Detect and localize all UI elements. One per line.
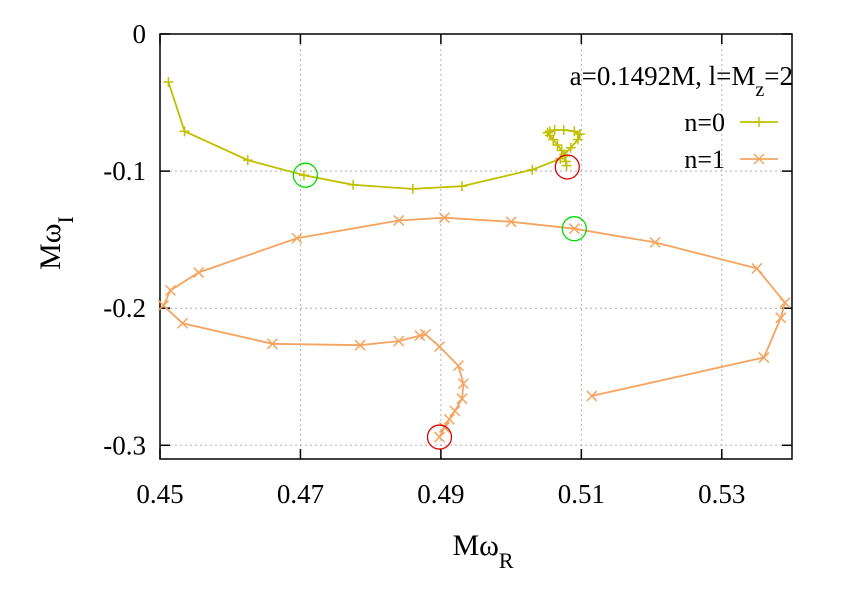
cross-marker — [266, 338, 278, 350]
highlight-circle — [292, 162, 319, 188]
x-tick-label: 0.53 — [698, 479, 745, 509]
x-tick-label: 0.45 — [136, 479, 183, 509]
series-line — [162, 216, 786, 438]
y-axis-label: MωI — [34, 216, 78, 270]
cross-marker — [443, 413, 455, 425]
plus-marker — [565, 142, 576, 153]
plus-marker — [569, 126, 580, 137]
cross-marker — [433, 431, 446, 443]
cross-marker — [779, 297, 791, 309]
cross-marker — [193, 267, 205, 279]
cross-marker — [586, 390, 598, 402]
cross-marker — [176, 317, 189, 329]
cross-marker — [568, 223, 580, 235]
plus-marker — [558, 124, 569, 135]
cross-marker — [433, 341, 446, 353]
cross-marker — [457, 378, 469, 390]
legend: n=0 n=1 — [684, 108, 778, 174]
cross-marker — [393, 214, 405, 226]
plus-marker — [574, 129, 585, 140]
cross-marker — [649, 236, 661, 248]
highlight-circle — [426, 424, 453, 450]
x-tick-label: 0.49 — [417, 479, 464, 509]
cross-marker — [751, 262, 763, 274]
series-line — [167, 81, 582, 190]
series-n0 — [163, 76, 585, 194]
legend-label-n0: n=0 — [684, 108, 725, 137]
plus-marker — [552, 140, 563, 151]
cross-marker — [456, 393, 468, 405]
plus-marker — [298, 170, 309, 181]
cross-marker — [438, 421, 450, 433]
legend-sample-n1 — [740, 153, 778, 165]
highlight-circle — [561, 216, 587, 242]
plus-marker — [549, 124, 560, 135]
plus-marker — [456, 181, 467, 192]
plus-marker — [348, 179, 359, 190]
cross-marker — [438, 212, 450, 224]
legend-sample-n0 — [740, 117, 778, 127]
y-tick-label: -0.2 — [103, 293, 146, 323]
y-tick-label: -0.1 — [103, 156, 146, 186]
x-axis-label: MωR — [452, 529, 513, 573]
y-tick-label: 0 — [133, 19, 147, 49]
plot-frame — [159, 33, 793, 460]
cross-marker — [419, 328, 431, 340]
highlight-circle — [554, 154, 580, 180]
parameter-annotation: a=0.1492M, l=Mz=2 — [570, 61, 793, 101]
cross-marker — [165, 284, 177, 296]
plus-marker — [242, 155, 253, 166]
plus-marker — [527, 164, 538, 175]
cross-marker — [393, 335, 405, 347]
plus-marker — [407, 183, 418, 194]
cross-marker — [753, 153, 765, 165]
cross-marker — [449, 405, 461, 417]
series-n1 — [157, 212, 791, 443]
cross-marker — [291, 232, 303, 244]
axis-ticks: 0.45 0.47 0.49 0.51 0.53 0 -0.1 -0.2 -0.3 — [103, 19, 792, 509]
plus-marker — [179, 126, 190, 137]
plus-marker — [163, 76, 174, 87]
grid-lines — [160, 34, 792, 459]
cross-marker — [452, 360, 464, 372]
x-tick-label: 0.47 — [277, 479, 324, 509]
x-tick-label: 0.51 — [558, 479, 605, 509]
plus-marker — [548, 134, 559, 145]
cross-marker — [354, 339, 366, 351]
plus-marker — [572, 134, 583, 145]
cross-marker — [505, 216, 517, 228]
plus-marker — [754, 117, 764, 127]
highlight-circles — [292, 154, 587, 450]
legend-label-n1: n=1 — [684, 145, 725, 174]
y-tick-label: -0.3 — [103, 430, 146, 460]
series-layer — [157, 76, 791, 443]
plus-marker — [556, 145, 567, 156]
plus-marker — [561, 160, 572, 171]
cross-marker — [157, 299, 170, 311]
cross-marker — [758, 352, 770, 364]
cross-marker — [775, 312, 787, 324]
